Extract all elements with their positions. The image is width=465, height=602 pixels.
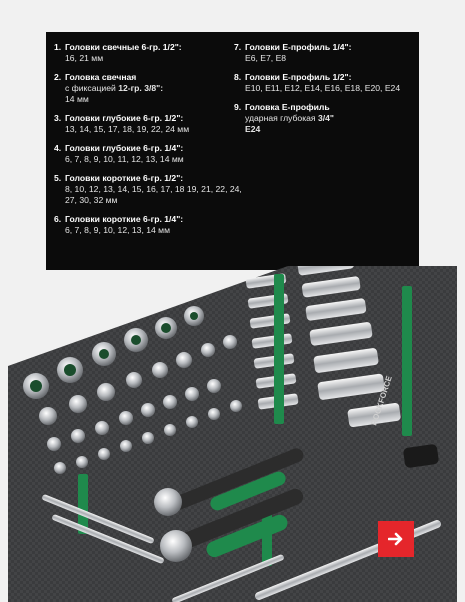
item-sizes: E24 xyxy=(245,124,261,134)
item-sizes: 6, 7, 8, 9, 10, 11, 12, 13, 14 мм xyxy=(65,154,184,164)
item-number: 4. xyxy=(54,143,62,153)
tray-foam xyxy=(8,266,457,602)
list-item: 2.Головка свечная с фиксацией 12-гр. 3/8… xyxy=(54,72,250,105)
item-number: 8. xyxy=(234,72,242,82)
item-sizes: 16, 21 мм xyxy=(65,53,104,63)
item-title: Головки глубокие 6-гр. 1/2": xyxy=(65,113,184,123)
next-button[interactable] xyxy=(378,521,414,557)
item-subtitle-text: ударная глубокая xyxy=(245,113,318,123)
item-number: 6. xyxy=(54,214,62,224)
item-sizes: 8, 10, 12, 13, 14, 15, 16, 17, 18 19, 21… xyxy=(65,184,242,205)
list-left: 1.Головки свечные 6-гр. 1/2": 16, 21 мм … xyxy=(54,42,250,244)
item-title: Головка свечная xyxy=(65,72,137,82)
item-sizes: 13, 14, 15, 17, 18, 19, 22, 24 мм xyxy=(65,124,190,134)
list-item: 1.Головки свечные 6-гр. 1/2": 16, 21 мм xyxy=(54,42,250,64)
item-title: Головка Е-профиль xyxy=(245,102,330,112)
item-subtitle: с фиксацией 12-гр. 3/8": xyxy=(54,83,250,94)
item-sizes: E10, E11, E12, E14, E16, E18, E20, E24 xyxy=(245,83,401,93)
item-sizes: 14 мм xyxy=(65,94,89,104)
item-number: 1. xyxy=(54,42,62,52)
item-subtitle: ударная глубокая 3/4" xyxy=(234,113,414,124)
list-item: 6.Головки короткие 6-гр. 1/4": 6, 7, 8, … xyxy=(54,214,250,236)
item-sizes: E6, E7, E8 xyxy=(245,53,287,63)
deep-sockets xyxy=(245,266,439,468)
item-number: 3. xyxy=(54,113,62,123)
item-subtitle-bold: 12-гр. 3/8": xyxy=(118,83,164,93)
item-title: Головки Е-профиль 1/2": xyxy=(245,72,352,82)
item-subtitle-text: с фиксацией xyxy=(65,83,119,93)
short-sockets-rows xyxy=(23,306,242,474)
list-item: 4.Головки глубокие 6-гр. 1/4": 6, 7, 8, … xyxy=(54,143,250,165)
ratchets xyxy=(154,448,304,562)
list-item: 5.Головки короткие 6-гр. 1/2": 8, 10, 12… xyxy=(54,173,250,206)
item-subtitle-bold: 3/4" xyxy=(317,113,335,123)
arrow-right-icon xyxy=(388,532,403,546)
list-item: 8.Головки Е-профиль 1/2": E10, E11, E12,… xyxy=(234,72,414,94)
item-number: 2. xyxy=(54,72,62,82)
item-number: 5. xyxy=(54,173,62,183)
list-item: 9.Головка Е-профиль ударная глубокая 3/4… xyxy=(234,102,414,135)
item-title: Головки Е-профиль 1/4": xyxy=(245,42,352,52)
item-title: Головки короткие 6-гр. 1/4": xyxy=(65,214,184,224)
list-right: 7.Головки Е-профиль 1/4": E6, E7, E8 8.Г… xyxy=(234,42,414,143)
list-item: 7.Головки Е-профиль 1/4": E6, E7, E8 xyxy=(234,42,414,64)
item-title: Головки глубокие 6-гр. 1/4": xyxy=(65,143,184,153)
list-item: 3.Головки глубокие 6-гр. 1/2": 13, 14, 1… xyxy=(54,113,250,135)
item-sizes: 6, 7, 8, 9, 10, 12, 13, 14 мм xyxy=(65,225,170,235)
item-title: Головки короткие 6-гр. 1/2": xyxy=(65,173,184,183)
item-title: Головки свечные 6-гр. 1/2": xyxy=(65,42,182,52)
item-number: 7. xyxy=(234,42,242,52)
description-panel: 1.Головки свечные 6-гр. 1/2": 16, 21 мм … xyxy=(46,32,419,270)
item-number: 9. xyxy=(234,102,242,112)
